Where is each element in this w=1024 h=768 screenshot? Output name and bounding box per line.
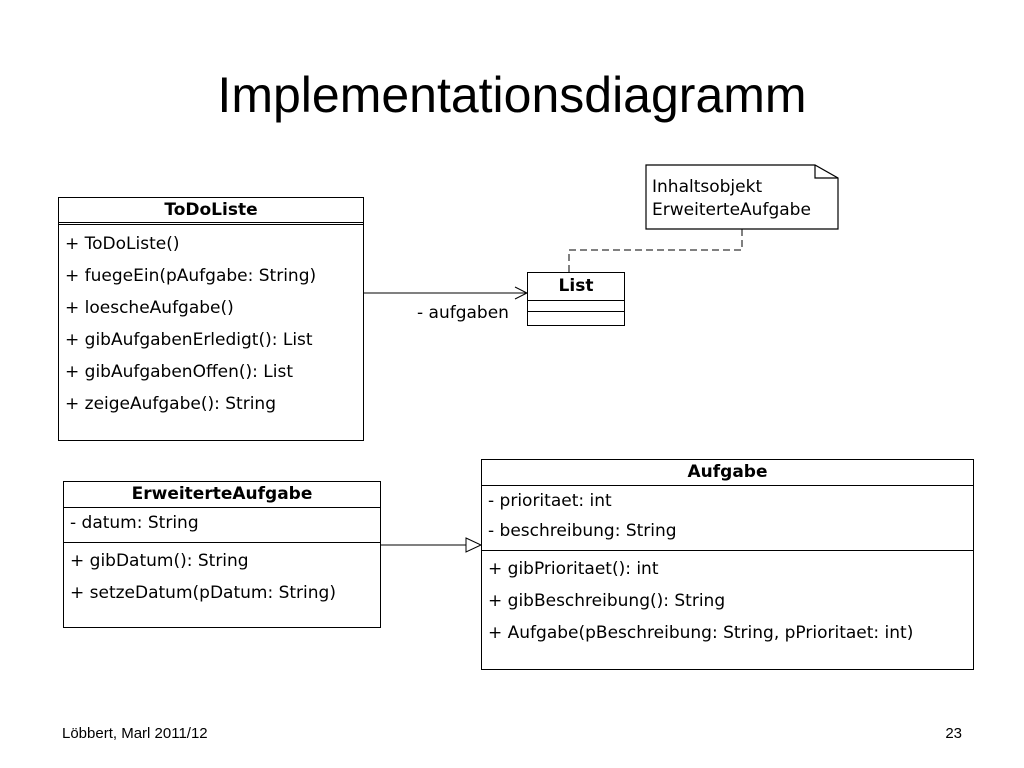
methods-section: + ToDoListe() + fuegeEin(pAufgabe: Strin… bbox=[59, 225, 363, 420]
page-number: 23 bbox=[945, 725, 962, 742]
generalization-triangle bbox=[465, 537, 483, 553]
method: + gibAufgabenOffen(): List bbox=[65, 362, 294, 382]
note-box: Inhaltsobjekt ErweiterteAufgabe bbox=[646, 165, 839, 229]
slide-title: Implementationsdiagramm bbox=[217, 67, 807, 123]
class-todoliste: ToDoListe + ToDoListe() + fuegeEin(pAufg… bbox=[58, 197, 364, 441]
note-line: Inhaltsobjekt bbox=[652, 177, 763, 197]
note-fold bbox=[814, 165, 838, 179]
class-name: List bbox=[528, 273, 624, 301]
class-name: ToDoListe bbox=[59, 198, 363, 225]
class-aufgabe: Aufgabe - prioritaet: int - beschreibung… bbox=[481, 459, 974, 670]
method: + fuegeEin(pAufgabe: String) bbox=[65, 266, 317, 286]
class-name: ErweiterteAufgabe bbox=[64, 482, 380, 508]
method: + gibBeschreibung(): String bbox=[488, 591, 726, 611]
method: + Aufgabe(pBeschreibung: String, pPriori… bbox=[488, 623, 914, 643]
footer-author: Löbbert, Marl 2011/12 bbox=[62, 725, 208, 742]
attribute: - prioritaet: int bbox=[488, 491, 612, 511]
class-name: Aufgabe bbox=[482, 460, 973, 486]
method: + ToDoListe() bbox=[65, 234, 180, 254]
attributes-section: - datum: String bbox=[64, 508, 380, 543]
method: + setzeDatum(pDatum: String) bbox=[70, 583, 336, 603]
methods-section: + gibDatum(): String + setzeDatum(pDatum… bbox=[64, 543, 380, 609]
method: + gibPrioritaet(): int bbox=[488, 559, 659, 579]
note-anchor-line bbox=[568, 229, 743, 272]
method: + loescheAufgabe() bbox=[65, 298, 234, 318]
association-label: - aufgaben bbox=[417, 303, 509, 323]
attribute: - beschreibung: String bbox=[488, 521, 677, 541]
methods-section bbox=[528, 312, 624, 326]
method: + gibAufgabenErledigt(): List bbox=[65, 330, 313, 350]
note-shape bbox=[645, 164, 839, 230]
note-text: Inhaltsobjekt ErweiterteAufgabe bbox=[652, 176, 811, 222]
attribute: - datum: String bbox=[70, 513, 199, 533]
attributes-section bbox=[528, 301, 624, 312]
method: + gibDatum(): String bbox=[70, 551, 249, 571]
methods-section: + gibPrioritaet(): int + gibBeschreibung… bbox=[482, 551, 973, 649]
method: + zeigeAufgabe(): String bbox=[65, 394, 276, 414]
class-erweiterteaufgabe: ErweiterteAufgabe - datum: String + gibD… bbox=[63, 481, 381, 628]
class-list: List bbox=[527, 272, 625, 326]
attributes-section: - prioritaet: int - beschreibung: String bbox=[482, 486, 973, 551]
note-line: ErweiterteAufgabe bbox=[652, 200, 811, 220]
